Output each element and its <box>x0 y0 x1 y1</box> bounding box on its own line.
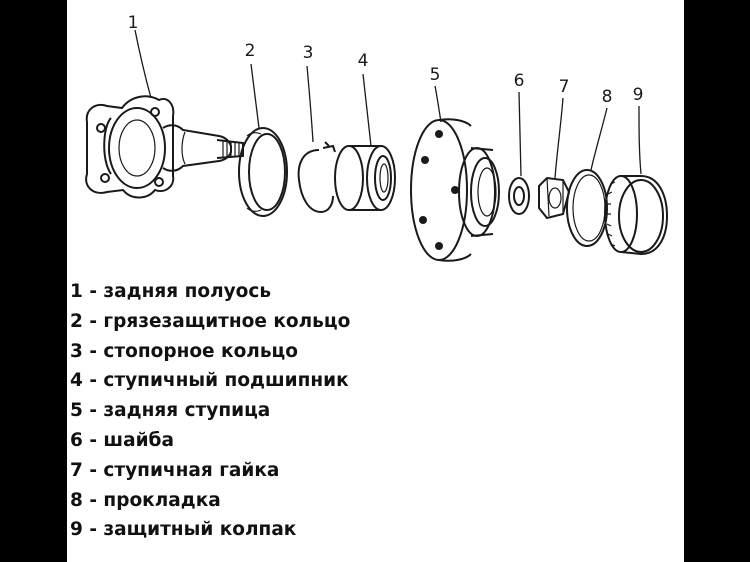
legend-item-5: 5 - задняя ступица <box>70 400 271 422</box>
parts-legend: 1 - задняя полуось 2 - грязезащитное кол… <box>70 277 350 545</box>
diagram-panel: 1 2 3 4 5 6 7 8 9 1 - задняя полуось 2 -… <box>67 0 684 562</box>
leader-line-9 <box>638 105 642 175</box>
legend-item-9: 9 - защитный колпак <box>70 519 297 541</box>
leader-line-6 <box>518 91 522 177</box>
callout-4: 4 <box>358 51 369 71</box>
callout-1: 1 <box>128 13 139 33</box>
exploded-hub-drawing: 1 2 3 4 5 6 7 8 9 <box>85 13 669 262</box>
leader-line-2 <box>250 63 260 129</box>
legend-item-2: 2 - грязезащитное кольцо <box>70 310 351 332</box>
leader-line-3 <box>306 65 314 143</box>
callout-6: 6 <box>514 71 525 91</box>
part-dust-ring <box>238 127 288 217</box>
callout-8: 8 <box>602 87 613 107</box>
leader-line-7 <box>554 97 564 179</box>
part-retaining-ring <box>297 141 336 214</box>
callout-9: 9 <box>633 85 644 105</box>
part-hub-nut <box>538 176 571 220</box>
callout-2: 2 <box>245 41 256 61</box>
callout-3: 3 <box>303 43 314 63</box>
part-rear-hub <box>410 118 500 262</box>
part-axle-shaft <box>85 95 244 199</box>
leader-line-5 <box>434 85 442 123</box>
legend-item-7: 7 - ступичная гайка <box>70 459 280 481</box>
legend-item-6: 6 - шайба <box>70 429 174 451</box>
leader-line-4 <box>362 73 372 147</box>
part-protective-cap <box>604 175 669 256</box>
legend-item-1: 1 - задняя полуось <box>70 281 272 302</box>
leader-line-1 <box>134 29 152 99</box>
legend-item-8: 8 - прокладка <box>70 489 221 511</box>
part-gasket <box>566 169 608 247</box>
callout-7: 7 <box>559 77 570 97</box>
part-washer <box>508 177 530 215</box>
legend-item-4: 4 - ступичный подшипник <box>70 370 349 392</box>
callout-5: 5 <box>430 65 441 85</box>
part-hub-bearing <box>334 145 396 211</box>
legend-item-3: 3 - стопорное кольцо <box>70 340 298 362</box>
leader-line-8 <box>590 107 608 171</box>
